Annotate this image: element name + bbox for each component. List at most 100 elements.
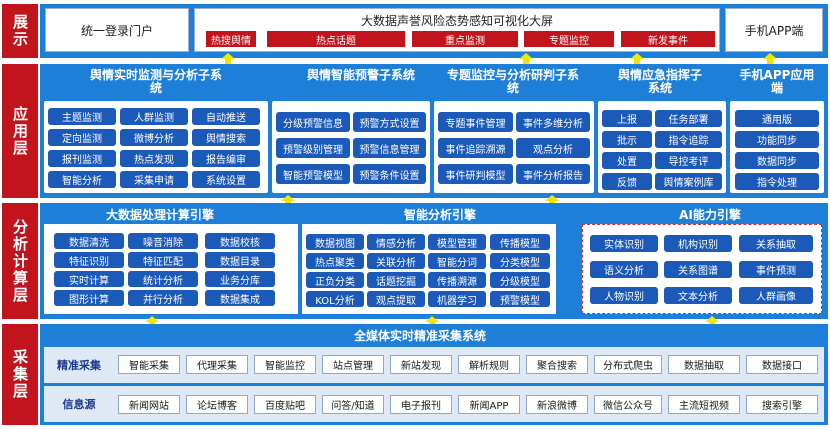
- chip-new-site-discovery[interactable]: 新站发现: [390, 355, 452, 374]
- chip-opinion-search[interactable]: 舆情搜索: [192, 129, 260, 146]
- chip-feature-matching[interactable]: 特征匹配: [128, 252, 198, 268]
- chip-viewpoint-extraction[interactable]: 观点提取: [367, 291, 425, 307]
- chip-model-mgmt[interactable]: 模型管理: [428, 234, 486, 250]
- mobile-box[interactable]: 手机APP端: [725, 8, 823, 52]
- chip-warning-model[interactable]: 预警模型: [490, 291, 550, 307]
- chip-data-extraction[interactable]: 数据抽取: [668, 355, 740, 374]
- chip-propagation-model[interactable]: 传播模型: [490, 234, 550, 250]
- chip-sina-weibo[interactable]: 新浪微博: [526, 395, 588, 414]
- chip-short-video[interactable]: 主流短视频: [668, 395, 740, 414]
- chip-case-library[interactable]: 舆情案例库: [655, 173, 722, 190]
- display-tag-topic-control[interactable]: 专题监控: [524, 31, 614, 47]
- display-tag-hot-topic[interactable]: 热点话题: [267, 31, 405, 47]
- chip-data-cleaning[interactable]: 数据清洗: [54, 233, 124, 249]
- chip-event-prediction[interactable]: 事件预测: [739, 261, 813, 278]
- chip-system-settings[interactable]: 系统设置: [192, 171, 260, 188]
- chip-propagation-trace[interactable]: 传播溯源: [428, 272, 486, 288]
- chip-feature-recognition[interactable]: 特征识别: [54, 252, 124, 268]
- chip-feedback[interactable]: 反馈: [602, 173, 652, 190]
- chip-crowd-profile[interactable]: 人群画像: [739, 287, 813, 304]
- chip-smart-monitor[interactable]: 智能监控: [254, 355, 316, 374]
- chip-relation-extraction[interactable]: 关系抽取: [739, 235, 813, 252]
- chip-data-catalog[interactable]: 数据目录: [205, 252, 275, 268]
- chip-distributed-crawler[interactable]: 分布式爬虫: [594, 355, 662, 374]
- chip-text-analysis[interactable]: 文本分析: [664, 287, 732, 304]
- chip-general-edition[interactable]: 通用版: [735, 110, 819, 127]
- chip-warning-level-mgmt[interactable]: 预警级别管理: [276, 138, 350, 158]
- display-tag-key-monitoring[interactable]: 重点监测: [412, 31, 518, 47]
- chip-hotspot-clustering[interactable]: 热点聚类: [306, 253, 364, 269]
- chip-data-sync[interactable]: 数据同步: [735, 152, 819, 169]
- chip-data-view[interactable]: 数据视图: [306, 234, 364, 250]
- chip-targeted-monitoring[interactable]: 定向监测: [48, 129, 116, 146]
- display-tag-new-event[interactable]: 新发事件: [621, 31, 715, 47]
- chip-event-judgment-model[interactable]: 事件研判模型: [438, 164, 513, 184]
- chip-org-recognition[interactable]: 机构识别: [664, 235, 732, 252]
- chip-hotspot-discovery[interactable]: 热点发现: [120, 150, 188, 167]
- chip-guidance-assessment[interactable]: 导控考评: [655, 152, 722, 169]
- chip-graded-warning-info[interactable]: 分级预警信息: [276, 112, 350, 132]
- chip-graph-compute[interactable]: 图形计算: [54, 290, 124, 306]
- chip-data-api[interactable]: 数据接口: [746, 355, 818, 374]
- chip-smart-warning-model[interactable]: 智能预警模型: [276, 164, 350, 184]
- chip-report-up[interactable]: 上报: [602, 110, 652, 127]
- chip-press-monitoring[interactable]: 报刊监测: [48, 150, 116, 167]
- portal-box[interactable]: 统一登录门户: [45, 8, 189, 52]
- chip-function-sync[interactable]: 功能同步: [735, 131, 819, 148]
- chip-correlation-analysis[interactable]: 关联分析: [367, 253, 425, 269]
- chip-relation-graph[interactable]: 关系图谱: [664, 261, 732, 278]
- chip-event-analysis-report[interactable]: 事件分析报告: [516, 164, 590, 184]
- chip-statistical-analysis[interactable]: 统计分析: [128, 271, 198, 287]
- chip-classification-model[interactable]: 分类模型: [490, 253, 550, 269]
- chip-topic-monitoring[interactable]: 主题监测: [48, 108, 116, 125]
- chip-kol-analysis[interactable]: KOL分析: [306, 291, 364, 307]
- chip-report-editing[interactable]: 报告编审: [192, 150, 260, 167]
- chip-polarity-classification[interactable]: 正负分类: [306, 272, 364, 288]
- chip-command-tracking[interactable]: 指令追踪: [655, 131, 722, 148]
- chip-warning-method-settings[interactable]: 预警方式设置: [353, 112, 426, 132]
- chip-news-sites[interactable]: 新闻网站: [118, 395, 180, 414]
- chip-e-newspapers[interactable]: 电子报刊: [390, 395, 452, 414]
- chip-collection-request[interactable]: 采集申请: [120, 171, 188, 188]
- chip-event-multi-analysis[interactable]: 事件多维分析: [516, 112, 590, 132]
- chip-data-verification[interactable]: 数据校核: [205, 233, 275, 249]
- chip-proxy-collect[interactable]: 代理采集: [186, 355, 248, 374]
- chip-smart-segmentation[interactable]: 智能分词: [428, 253, 486, 269]
- chip-qa-zhidao[interactable]: 问答/知道: [322, 395, 384, 414]
- chip-warning-info-mgmt[interactable]: 预警信息管理: [353, 138, 426, 158]
- display-tag-hot-search[interactable]: 热搜舆情: [206, 31, 256, 47]
- chip-parallel-analysis[interactable]: 并行分析: [128, 290, 198, 306]
- chip-aggregate-search[interactable]: 聚合搜索: [526, 355, 588, 374]
- chip-event-trace[interactable]: 事件追踪溯源: [438, 138, 513, 158]
- chip-topic-event-mgmt[interactable]: 专题事件管理: [438, 112, 513, 132]
- chip-search-engine[interactable]: 搜索引擎: [746, 395, 818, 414]
- chip-data-integration[interactable]: 数据集成: [205, 290, 275, 306]
- chip-instruction[interactable]: 批示: [602, 131, 652, 148]
- chip-task-deploy[interactable]: 任务部署: [655, 110, 722, 127]
- chip-person-recognition[interactable]: 人物识别: [590, 287, 658, 304]
- chip-forum-blogs[interactable]: 论坛博客: [186, 395, 248, 414]
- chip-baidu-tieba[interactable]: 百度贴吧: [254, 395, 316, 414]
- chip-sentiment-analysis[interactable]: 情感分析: [367, 234, 425, 250]
- chip-warning-condition-settings[interactable]: 预警条件设置: [353, 164, 426, 184]
- chip-handling[interactable]: 处置: [602, 152, 652, 169]
- chip-business-sharding[interactable]: 业务分库: [205, 271, 275, 287]
- chip-topic-mining[interactable]: 话题挖掘: [367, 272, 425, 288]
- chip-crowd-monitoring[interactable]: 人群监测: [120, 108, 188, 125]
- chip-entity-recognition[interactable]: 实体识别: [590, 235, 658, 252]
- chip-parse-rules[interactable]: 解析规则: [458, 355, 520, 374]
- chip-auto-push[interactable]: 自动推送: [192, 108, 260, 125]
- chip-command-processing[interactable]: 指令处理: [735, 173, 819, 190]
- chip-realtime-compute[interactable]: 实时计算: [54, 271, 124, 287]
- chip-weibo-analysis[interactable]: 微博分析: [120, 129, 188, 146]
- chip-news-app[interactable]: 新闻APP: [458, 395, 520, 414]
- chip-smart-analysis[interactable]: 智能分析: [48, 171, 116, 188]
- chip-smart-collect[interactable]: 智能采集: [118, 355, 180, 374]
- chip-grading-model[interactable]: 分级模型: [490, 272, 550, 288]
- chip-wechat-accounts[interactable]: 微信公众号: [594, 395, 662, 414]
- chip-machine-learning[interactable]: 机器学习: [428, 291, 486, 307]
- chip-noise-removal[interactable]: 噪音消除: [128, 233, 198, 249]
- chip-viewpoint-analysis[interactable]: 观点分析: [516, 138, 590, 158]
- chip-site-mgmt[interactable]: 站点管理: [322, 355, 384, 374]
- chip-semantic-analysis[interactable]: 语义分析: [590, 261, 658, 278]
